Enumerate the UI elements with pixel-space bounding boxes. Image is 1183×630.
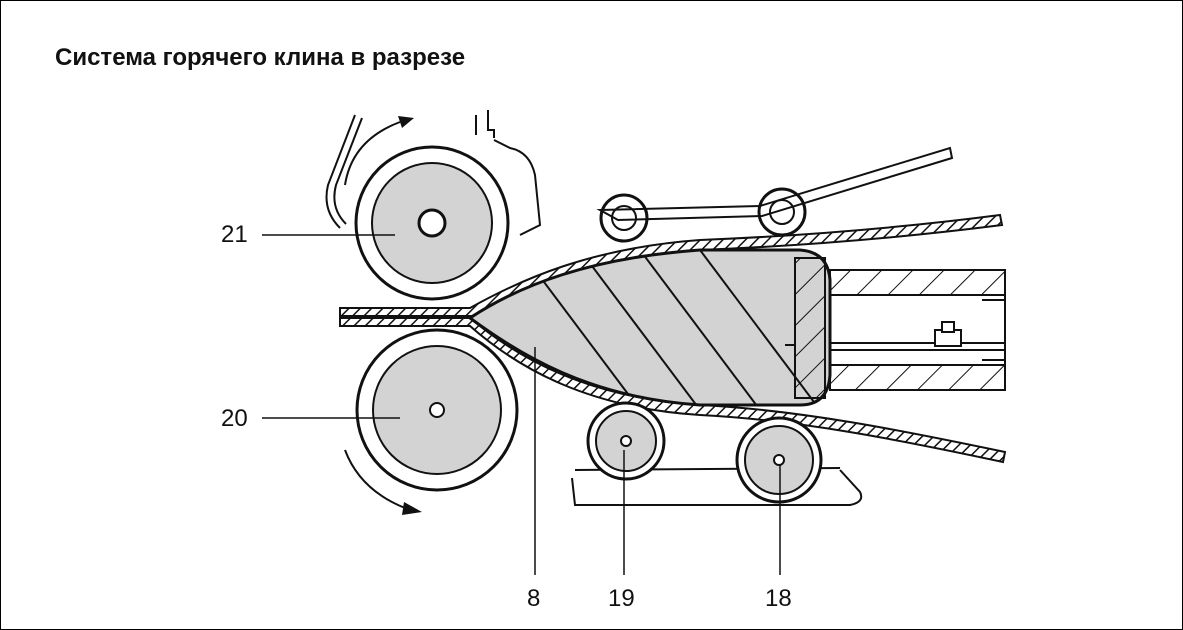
hot-wedge xyxy=(467,248,832,407)
wedge-holder xyxy=(829,269,1006,391)
callout-20: 20 xyxy=(221,405,248,432)
upper-rotation-arrow xyxy=(344,116,414,186)
figure-title: Система горячего клина в разрезе xyxy=(55,44,466,71)
lower-support-rollers xyxy=(571,401,863,506)
upper-guide-rollers xyxy=(596,146,954,243)
lower-rotation-arrow xyxy=(344,449,422,515)
lower-pressure-roller xyxy=(355,328,519,492)
callout-21: 21 xyxy=(221,221,248,248)
callout-8: 8 xyxy=(527,585,541,612)
callout-19: 19 xyxy=(608,585,635,612)
upper-roller-bracket xyxy=(325,110,542,236)
callout-18: 18 xyxy=(765,585,792,612)
leader-lines xyxy=(262,234,781,575)
upper-pressure-roller xyxy=(354,145,510,301)
